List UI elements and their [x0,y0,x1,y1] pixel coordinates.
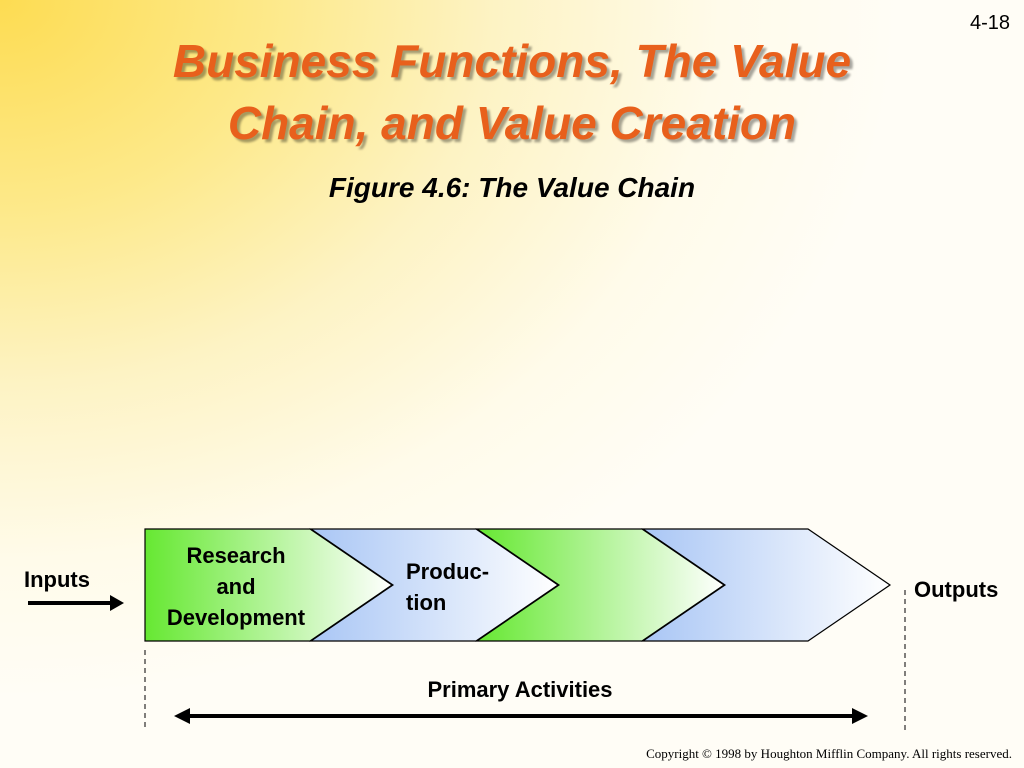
inputs-label: Inputs [24,567,90,592]
primary-activities-label: Primary Activities [427,677,613,702]
copyright-notice: Copyright © 1998 by Houghton Mifflin Com… [646,746,1012,761]
chevron-1 [144,528,394,642]
title-line-2: Chain, and Value Creation [227,97,797,149]
inputs-arrow [28,595,124,611]
primary-activities-arrow [174,708,868,724]
slide-number: 4-18 [969,12,1010,34]
title-line-1: Business Functions, The Value [172,35,852,87]
outputs-label: Outputs [914,577,999,602]
slide-title: Business Functions, The Value Chain, and… [0,30,1024,154]
chevron-2-label: Produc- tion [406,559,490,615]
chevron-1-label: Research and Development [166,543,306,630]
figure-caption: Figure 4.6: The Value Chain [328,172,696,203]
